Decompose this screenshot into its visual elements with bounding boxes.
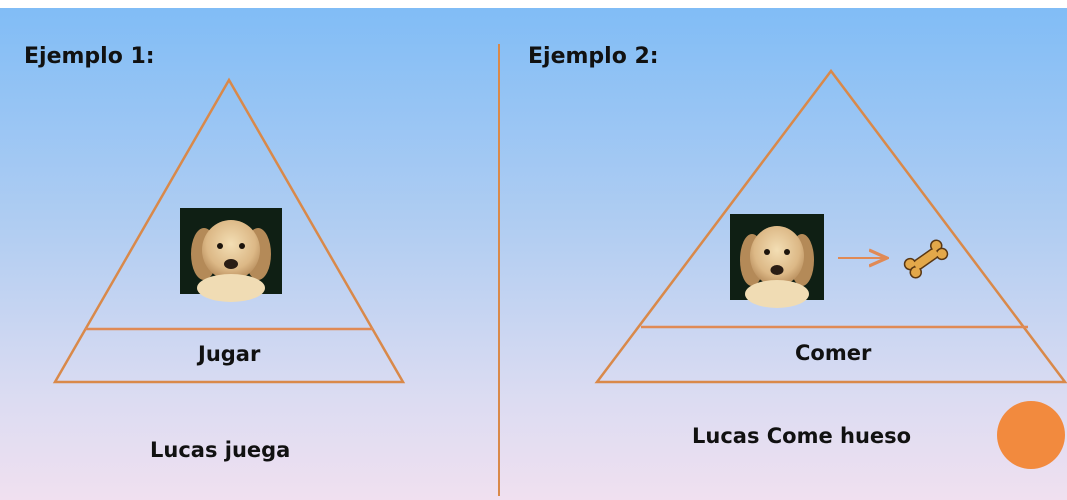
top-margin <box>0 0 1067 8</box>
example-2-heading: Ejemplo 2: <box>528 44 659 69</box>
orange-circle-decoration <box>997 401 1065 469</box>
example-2-verb: Comer <box>795 341 872 365</box>
example-2-sentence: Lucas Come hueso <box>692 424 912 448</box>
puppy-photo-icon <box>730 214 824 308</box>
pyramid-2 <box>594 68 1067 384</box>
example-1-verb: Jugar <box>198 342 261 366</box>
example-1-sentence: Lucas juega <box>150 438 291 462</box>
pyramid-1-outline <box>52 77 406 384</box>
bone-icon <box>903 239 949 279</box>
example-1-heading: Ejemplo 1: <box>24 44 155 69</box>
puppy-photo-icon <box>180 208 282 302</box>
pyramid-2-outline <box>594 68 1067 384</box>
pyramid-1 <box>52 77 406 384</box>
